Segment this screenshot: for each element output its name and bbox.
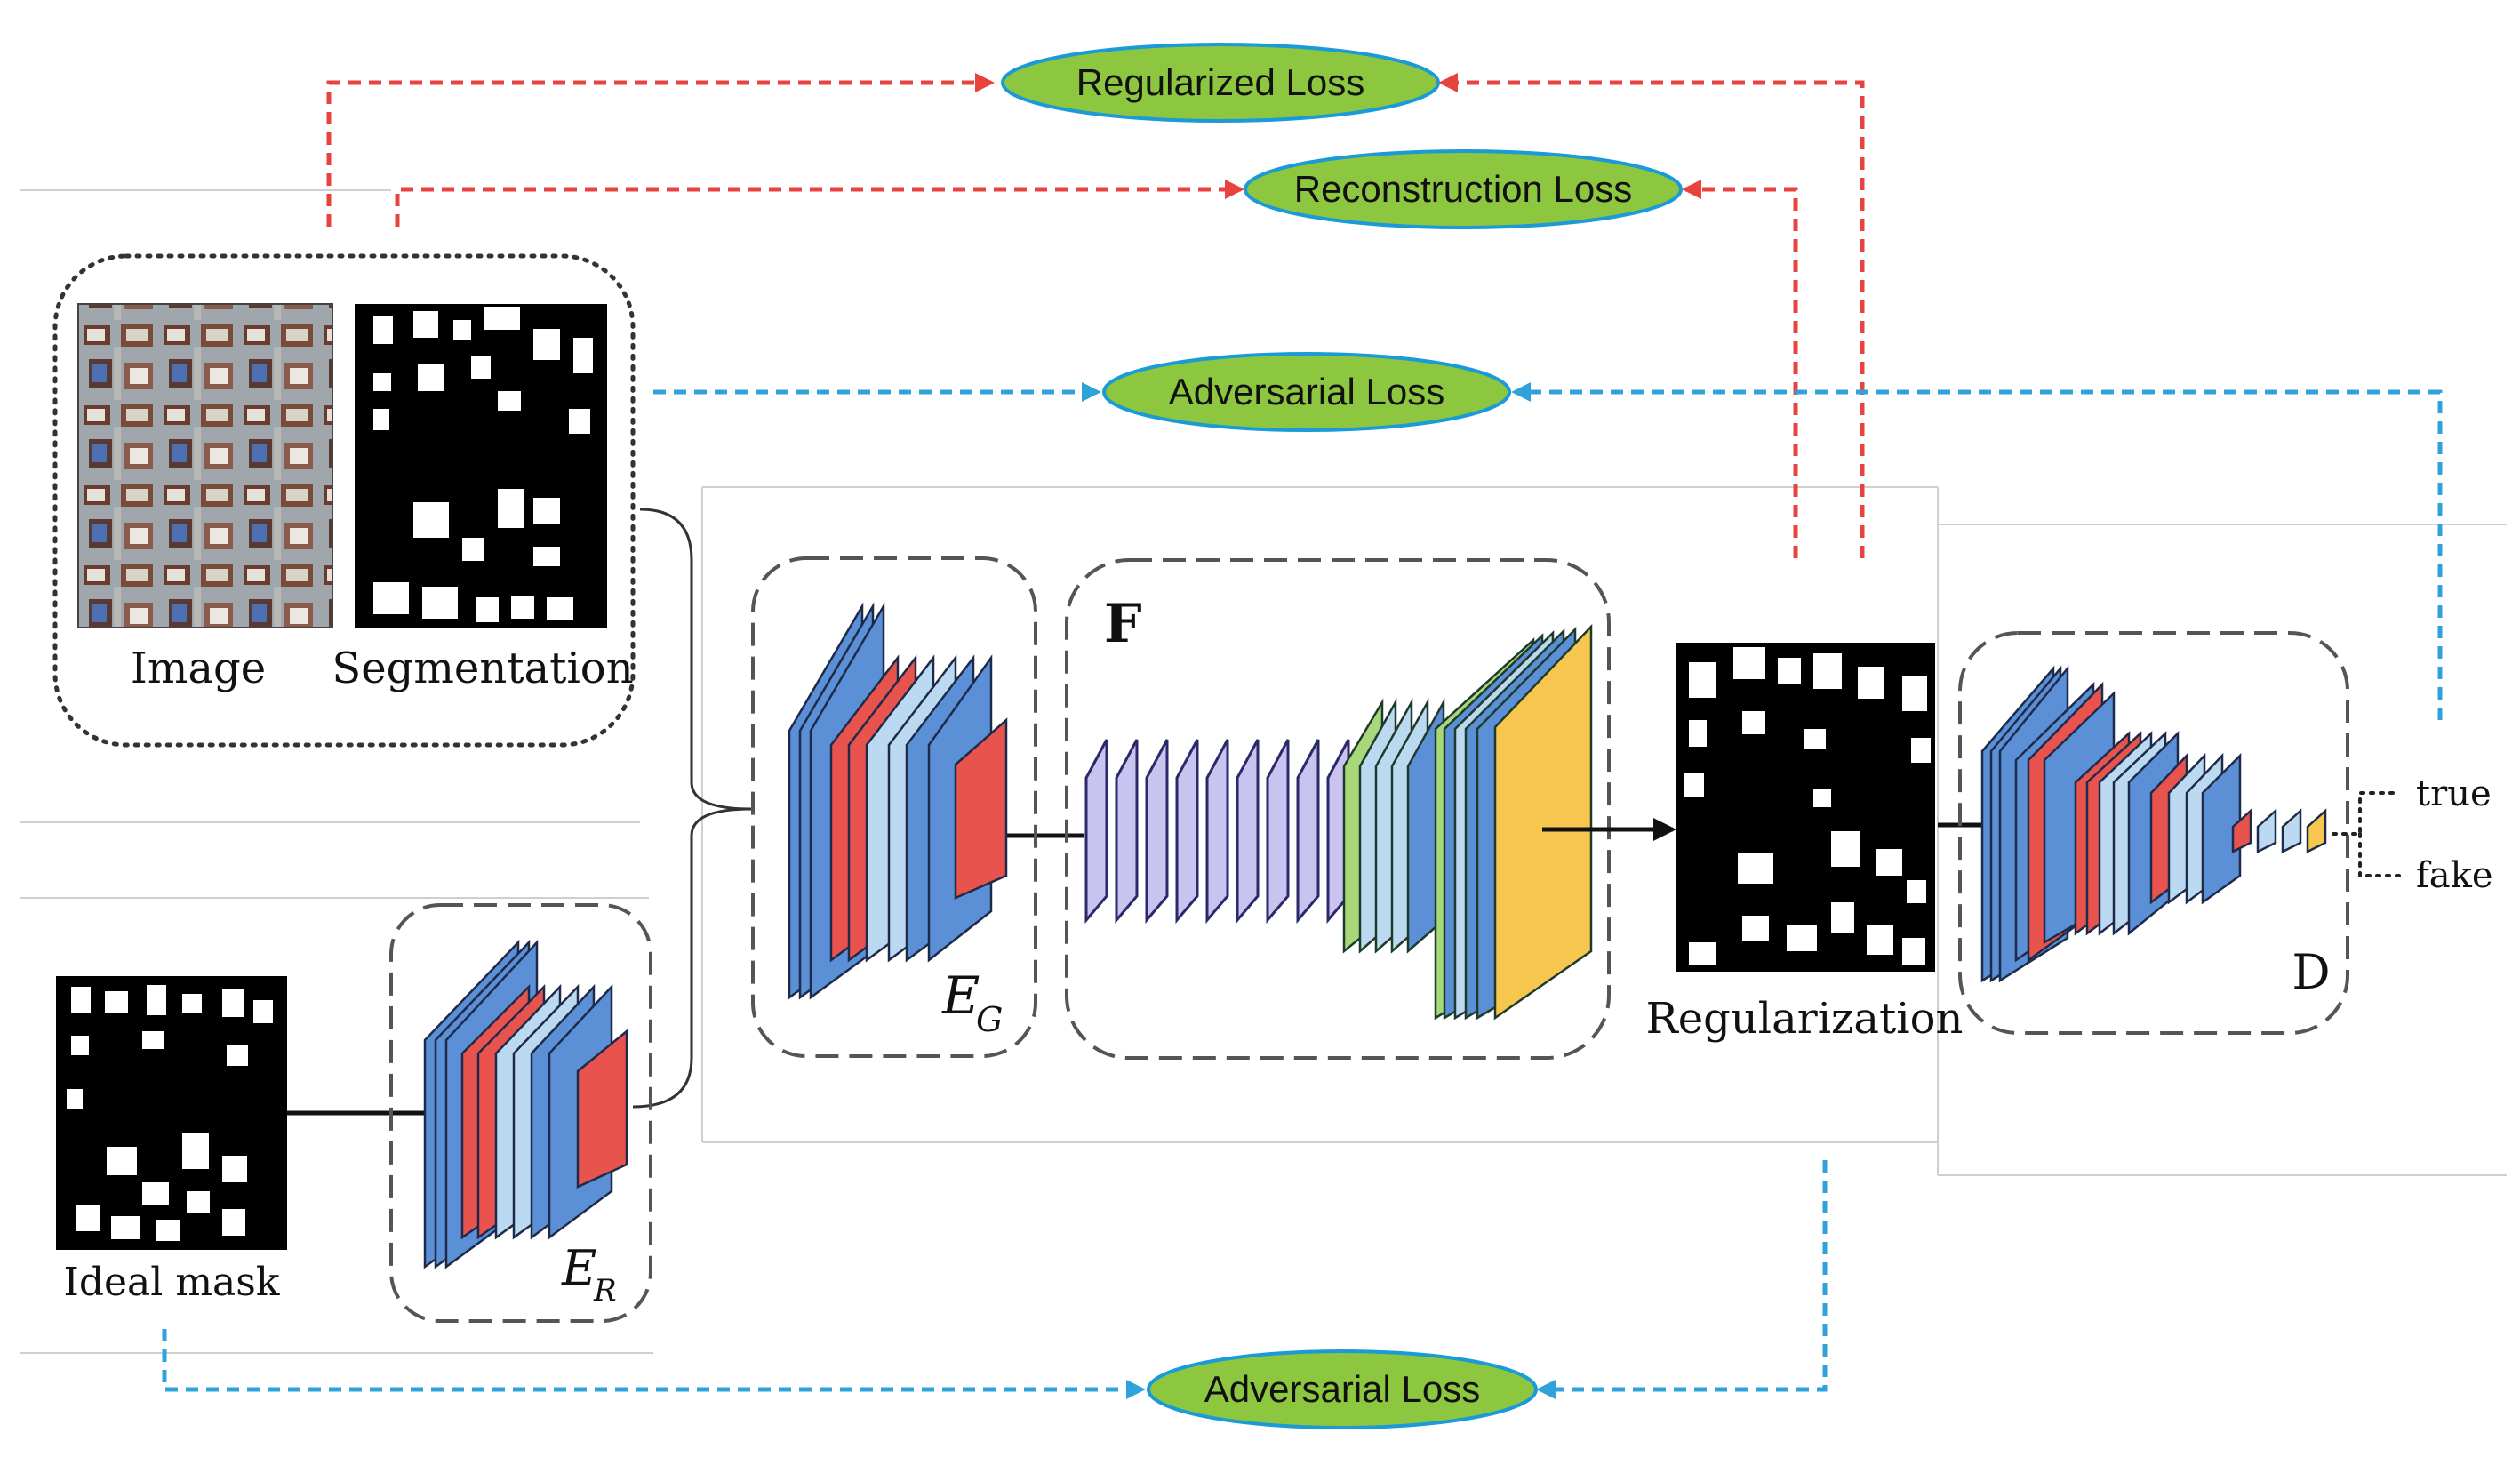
adversarial-loss-top-label: Adversarial Loss <box>1169 371 1444 412</box>
aerial-image <box>77 303 333 628</box>
segmentation-image <box>355 304 607 628</box>
blue-arrow-discriminator-to-adversarial-top <box>1511 382 2443 720</box>
f-block: F <box>1065 558 1611 1060</box>
encoder-eg-subscript: G <box>976 1000 1003 1039</box>
blue-arrow-regularization-to-adversarial-bottom <box>1536 1160 1828 1399</box>
input-group: Image Segmentation <box>52 253 636 748</box>
red-arrow-regularization-to-regularized <box>1438 73 1865 558</box>
ideal-mask-label: Ideal mask <box>63 1260 279 1305</box>
reconstruction-loss-node: Reconstruction Loss <box>1244 149 1683 229</box>
output-fake-label: fake <box>2416 855 2493 896</box>
segmentation-label: Segmentation <box>332 644 633 693</box>
regularized-loss-label: Regularized Loss <box>1076 61 1365 103</box>
red-arrow-regularization-to-reconstruction <box>1682 180 1798 558</box>
f-residual-layers <box>1084 739 1350 925</box>
image-label: Image <box>131 644 266 693</box>
adversarial-loss-bottom-label: Adversarial Loss <box>1204 1368 1480 1410</box>
discriminator-layers <box>1980 665 2327 983</box>
f-label: F <box>1104 593 1142 655</box>
discriminator-outputs: true fake <box>2332 773 2493 896</box>
blue-arrow-ideal-mask-to-adversarial-bottom <box>162 1329 1146 1399</box>
regularized-loss-node: Regularized Loss <box>1001 43 1440 123</box>
adversarial-loss-bottom-node: Adversarial Loss <box>1147 1349 1538 1429</box>
background-rules <box>20 189 2507 1354</box>
connector-lines <box>287 508 1982 1116</box>
reconstruction-loss-label: Reconstruction Loss <box>1294 168 1633 210</box>
encoder-er-layers <box>423 939 628 1269</box>
regularization-output-image <box>1676 643 1935 972</box>
discriminator-block: D <box>1958 631 2349 1035</box>
discriminator-label: D <box>2292 944 2330 1000</box>
encoder-er-label: E <box>561 1240 596 1296</box>
red-arrow-image-to-regularized <box>326 73 995 227</box>
encoder-eg-block: E G <box>751 556 1037 1058</box>
adversarial-loss-top-node: Adversarial Loss <box>1102 352 1511 432</box>
output-true-label: true <box>2416 773 2492 814</box>
f-upsample-layers <box>1342 623 1593 1021</box>
red-arrow-segmentation-to-reconstruction <box>395 180 1244 227</box>
encoder-er-subscript: R <box>593 1273 617 1309</box>
encoder-eg-label: E <box>941 965 980 1026</box>
loss-arrows <box>162 73 2443 1399</box>
regularization-label: Regularization <box>1646 994 1964 1044</box>
encoder-eg-layers <box>788 602 1008 1000</box>
ideal-mask-image <box>56 976 287 1250</box>
encoder-er-block: E R <box>389 903 652 1323</box>
